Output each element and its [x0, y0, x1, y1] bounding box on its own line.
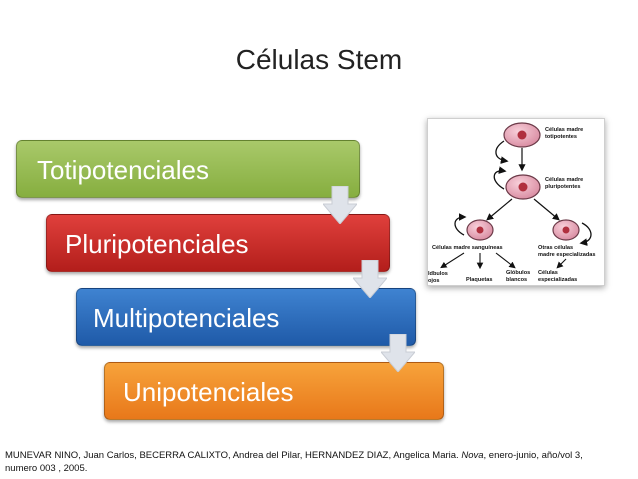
diagram-label-other-2: madre especializadas [538, 252, 596, 258]
down-arrow-icon [381, 334, 415, 372]
diagram-label-white-2: blancos [506, 277, 527, 283]
level-label: Multipotenciales [93, 303, 280, 333]
diagram-label-white-1: Glóbulos [506, 270, 530, 276]
diagram-label-totipotent-1: Células madre [545, 127, 583, 133]
level-label: Totipotenciales [37, 155, 209, 185]
citation: MUNEVAR NINO, Juan Carlos, BECERRA CALIX… [5, 449, 605, 475]
level-unipotenciales: Unipotenciales [104, 362, 444, 420]
citation-details: , enero-junio, año/vol 3, numero 003 , 2… [5, 450, 583, 474]
pluripotent-cell-icon [505, 174, 541, 200]
down-arrow-icon [323, 186, 357, 224]
diagram-label-other-1: Otras células [538, 245, 573, 251]
diagram-label-red: ldbulos [428, 271, 448, 277]
level-multipotenciales: Multipotenciales [76, 288, 416, 346]
blood-stem-cell-icon [466, 219, 494, 241]
diagram-label-pluripotent-1: Células madre [545, 177, 583, 183]
citation-authors: MUNEVAR NINO, Juan Carlos, BECERRA CALIX… [5, 450, 462, 461]
level-totipotenciales: Totipotenciales [16, 140, 360, 198]
down-arrow-icon [353, 260, 387, 298]
diagram-label-platelets: Plaquetas [466, 277, 492, 283]
diagram-label-red-2: ojos [428, 278, 440, 284]
slide-title: Células Stem [235, 44, 403, 75]
specialized-stem-cell-icon [552, 219, 580, 241]
level-pluripotenciales: Pluripotenciales [46, 214, 390, 272]
stem-cell-diagram: Células madre totipotentes Células madre… [427, 118, 605, 286]
diagram-label-totipotent-2: totipotentes [545, 134, 577, 140]
diagram-label-specialized-2: especializadas [538, 277, 577, 283]
diagram-label-blood: Células madre sanguíneas [432, 245, 503, 251]
level-label: Pluripotenciales [65, 229, 249, 259]
citation-journal: Nova [461, 450, 484, 461]
totipotent-cell-icon [503, 122, 541, 148]
level-label: Unipotenciales [123, 377, 294, 407]
diagram-label-specialized-1: Células [538, 270, 558, 276]
diagram-label-pluripotent-2: pluripotentes [545, 184, 580, 190]
